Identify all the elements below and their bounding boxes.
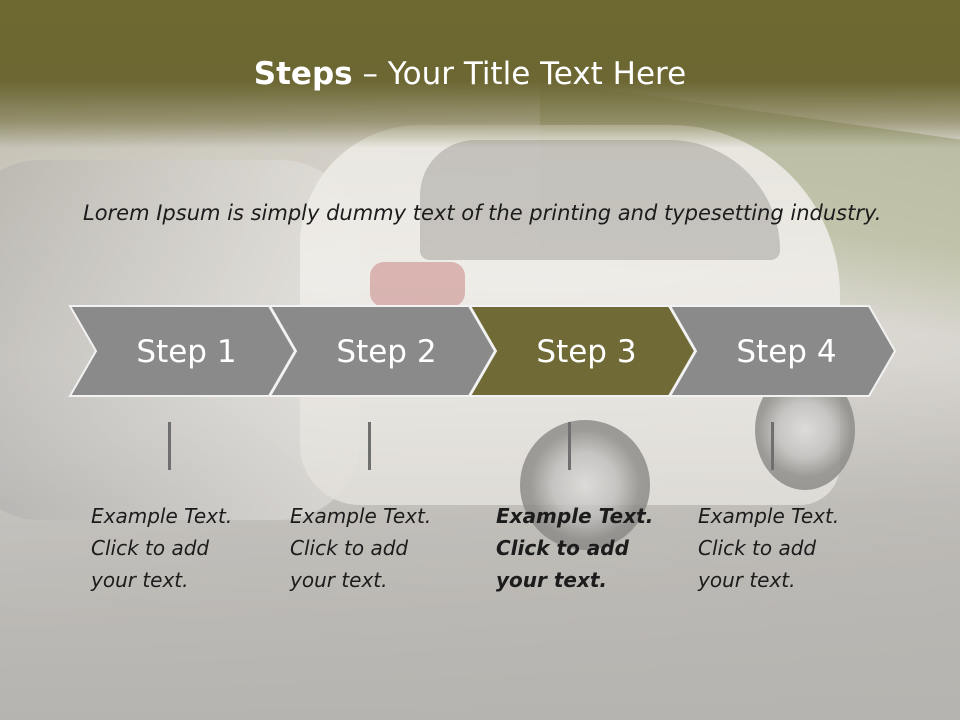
step-2-note-line: Example Text.: [290, 504, 432, 528]
step-2-note-line: your text.: [290, 568, 388, 592]
step-4-connector: [771, 422, 774, 470]
title-rest: – Your Title Text Here: [352, 56, 687, 92]
step-4-note-line: Example Text.: [698, 504, 840, 528]
step-2-note[interactable]: Example Text. Click to add your text.: [290, 500, 460, 596]
step-3-note[interactable]: Example Text. Click to add your text.: [496, 500, 666, 596]
step-4-note[interactable]: Example Text. Click to add your text.: [698, 500, 868, 596]
step-1-label: Step 1: [136, 334, 236, 370]
step-4-arrow[interactable]: [668, 305, 897, 397]
step-1-note-line: Example Text.: [91, 504, 233, 528]
title-bar: [0, 0, 960, 148]
step-1-note[interactable]: Example Text. Click to add your text.: [91, 500, 261, 596]
step-2-note-line: Click to add: [290, 536, 409, 560]
background-car-window: [420, 140, 780, 260]
background-car-wheel: [520, 420, 650, 550]
step-2-label: Step 2: [336, 334, 436, 370]
step-1-note-line: Click to add: [91, 536, 210, 560]
step-3-note-line: Click to add: [496, 536, 629, 560]
step-3-note-line: Example Text.: [496, 504, 654, 528]
step-1-connector: [168, 422, 171, 470]
step-3-connector: [568, 422, 571, 470]
slide-title[interactable]: Steps – Your Title Text Here: [0, 52, 940, 96]
step-3-label: Step 3: [536, 334, 636, 370]
step-2-connector: [368, 422, 371, 470]
step-3-note-line: your text.: [496, 568, 608, 592]
title-strong: Steps: [253, 56, 353, 92]
step-4-note-line: Click to add: [698, 536, 817, 560]
background-car-taillight: [370, 262, 465, 307]
step-1-note-line: your text.: [91, 568, 189, 592]
step-4-note-line: your text.: [698, 568, 796, 592]
intro-text[interactable]: Lorem Ipsum is simply dummy text of the …: [83, 201, 882, 225]
step-4-label: Step 4: [736, 334, 836, 370]
